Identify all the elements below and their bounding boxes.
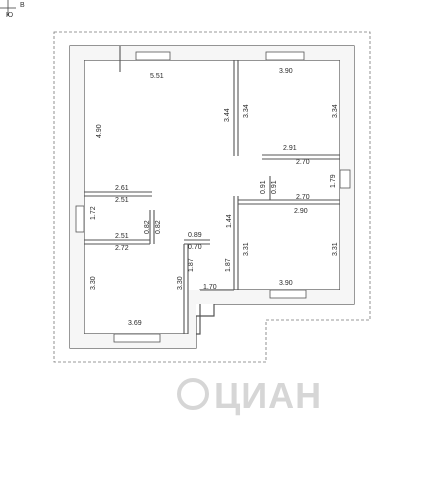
dim-label: 2.91 <box>283 145 297 152</box>
dim-label: 1.72 <box>90 206 97 220</box>
window <box>135 51 171 61</box>
dim-label: 4.90 <box>96 124 103 138</box>
dim-label: 0.82 <box>144 220 151 234</box>
watermark-text: ЦИАН <box>214 375 322 416</box>
dim-label: 3.31 <box>332 242 339 256</box>
dim-label: 3.44 <box>224 108 231 122</box>
dim-label: 0.82 <box>155 220 162 234</box>
dim-label: 1.44 <box>226 214 233 228</box>
outer-walls <box>69 45 355 349</box>
dim-label: 3.90 <box>279 280 293 287</box>
dim-label: 2.70 <box>296 194 310 201</box>
windows <box>75 51 351 343</box>
dim-label: 1.70 <box>203 284 217 291</box>
dim-label: 2.70 <box>296 159 310 166</box>
dim-label: 1.87 <box>225 258 232 272</box>
dim-label: 3.34 <box>243 104 250 118</box>
dim-label: 1.79 <box>330 174 337 188</box>
dim-label: 2.72 <box>115 245 129 252</box>
dim-label: 2.61 <box>115 185 129 192</box>
dim-label: 0.89 <box>188 232 202 239</box>
compass: В Ю <box>0 0 25 19</box>
dim-label: 1.87 <box>188 258 195 272</box>
window <box>75 205 85 233</box>
compass-north-label: В <box>20 2 25 9</box>
window <box>265 51 305 61</box>
window <box>113 333 161 343</box>
dim-label: 2.51 <box>115 197 129 204</box>
dim-label: 3.30 <box>177 276 184 290</box>
window <box>339 169 351 189</box>
dim-label: 2.90 <box>294 208 308 215</box>
dim-label: 0.91 <box>271 180 278 194</box>
dimension-labels: 5.51 4.90 3.44 3.90 3.34 3.34 2.91 2.70 … <box>90 68 339 327</box>
dim-label: 3.69 <box>128 320 142 327</box>
watermark-logo: ЦИАН <box>177 375 322 416</box>
dim-label: 3.34 <box>332 104 339 118</box>
lot-outline <box>53 31 371 363</box>
dim-label: 2.51 <box>115 233 129 240</box>
interior-walls <box>84 46 340 334</box>
compass-south-label: Ю <box>6 12 13 19</box>
dim-label: 3.30 <box>90 276 97 290</box>
dim-label: 5.51 <box>150 73 164 80</box>
dim-label: 0.70 <box>188 244 202 251</box>
window <box>269 289 307 299</box>
dim-label: 3.31 <box>243 242 250 256</box>
dim-label: 0.91 <box>260 180 267 194</box>
dim-label: 3.90 <box>279 68 293 75</box>
